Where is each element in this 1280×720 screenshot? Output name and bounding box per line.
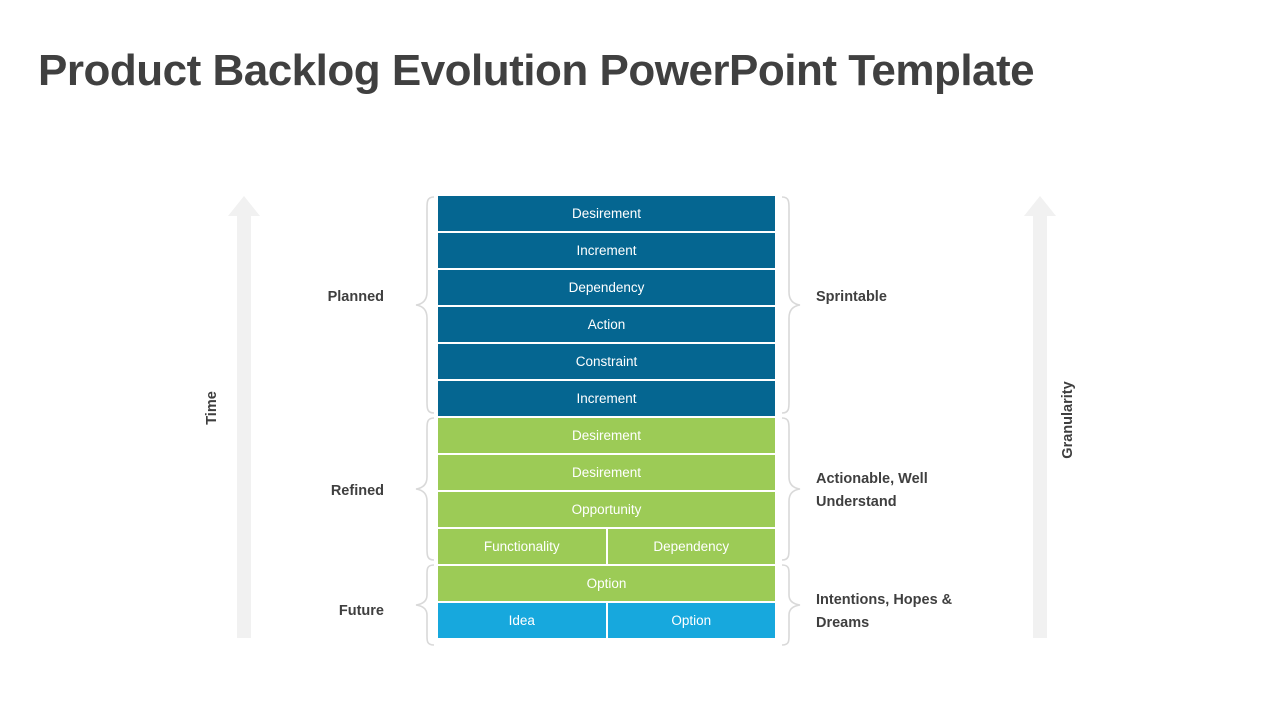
granularity-arrow-icon bbox=[1024, 196, 1056, 638]
backlog-row[interactable]: Action bbox=[438, 307, 775, 342]
backlog-item[interactable]: Dependency bbox=[607, 529, 775, 564]
backlog-item[interactable]: Option bbox=[438, 566, 775, 601]
backlog-row[interactable]: Opportunity bbox=[438, 492, 775, 527]
group-label-sprintable: Sprintable bbox=[816, 289, 887, 305]
group-label-refined: Refined bbox=[330, 483, 384, 499]
backlog-item[interactable]: Increment bbox=[438, 381, 775, 416]
granularity-axis-label: Granularity bbox=[1060, 381, 1076, 459]
time-axis-label: Time bbox=[204, 391, 220, 425]
backlog-item[interactable]: Opportunity bbox=[438, 492, 775, 527]
group-label-planned: Planned bbox=[327, 289, 384, 305]
brace-right-actionable bbox=[780, 417, 802, 561]
page-title: Product Backlog Evolution PowerPoint Tem… bbox=[38, 46, 1035, 95]
backlog-item[interactable]: Desirement bbox=[438, 418, 775, 453]
backlog-row[interactable]: Desirement bbox=[438, 196, 775, 231]
backlog-row[interactable]: Option bbox=[438, 566, 775, 601]
brace-right-intentions bbox=[780, 564, 802, 646]
backlog-item[interactable]: Dependency bbox=[438, 270, 775, 305]
brace-right-sprintable bbox=[780, 196, 802, 414]
backlog-item[interactable]: Constraint bbox=[438, 344, 775, 379]
backlog-item[interactable]: Action bbox=[438, 307, 775, 342]
brace-left-refined bbox=[414, 417, 436, 561]
backlog-item[interactable]: Desirement bbox=[438, 196, 775, 231]
brace-left-future bbox=[414, 564, 436, 646]
brace-left-planned bbox=[414, 196, 436, 414]
backlog-item[interactable]: Increment bbox=[438, 233, 775, 268]
group-label-actionable: Actionable, Well Understand bbox=[816, 471, 928, 510]
backlog-item[interactable]: Desirement bbox=[438, 455, 775, 490]
backlog-row[interactable]: Increment bbox=[438, 381, 775, 416]
backlog-row[interactable]: Desirement bbox=[438, 418, 775, 453]
time-arrow-icon bbox=[228, 196, 260, 638]
group-label-future: Future bbox=[338, 603, 384, 619]
backlog-row[interactable]: Desirement bbox=[438, 455, 775, 490]
backlog-item[interactable]: Functionality bbox=[438, 529, 606, 564]
backlog-item[interactable]: Idea bbox=[438, 603, 606, 638]
backlog-item[interactable]: Option bbox=[607, 603, 775, 638]
backlog-row[interactable]: Constraint bbox=[438, 344, 775, 379]
backlog-row[interactable]: Dependency bbox=[438, 270, 775, 305]
group-label-intentions: Intentions, Hopes & Dreams bbox=[816, 592, 953, 631]
backlog-row[interactable]: Increment bbox=[438, 233, 775, 268]
